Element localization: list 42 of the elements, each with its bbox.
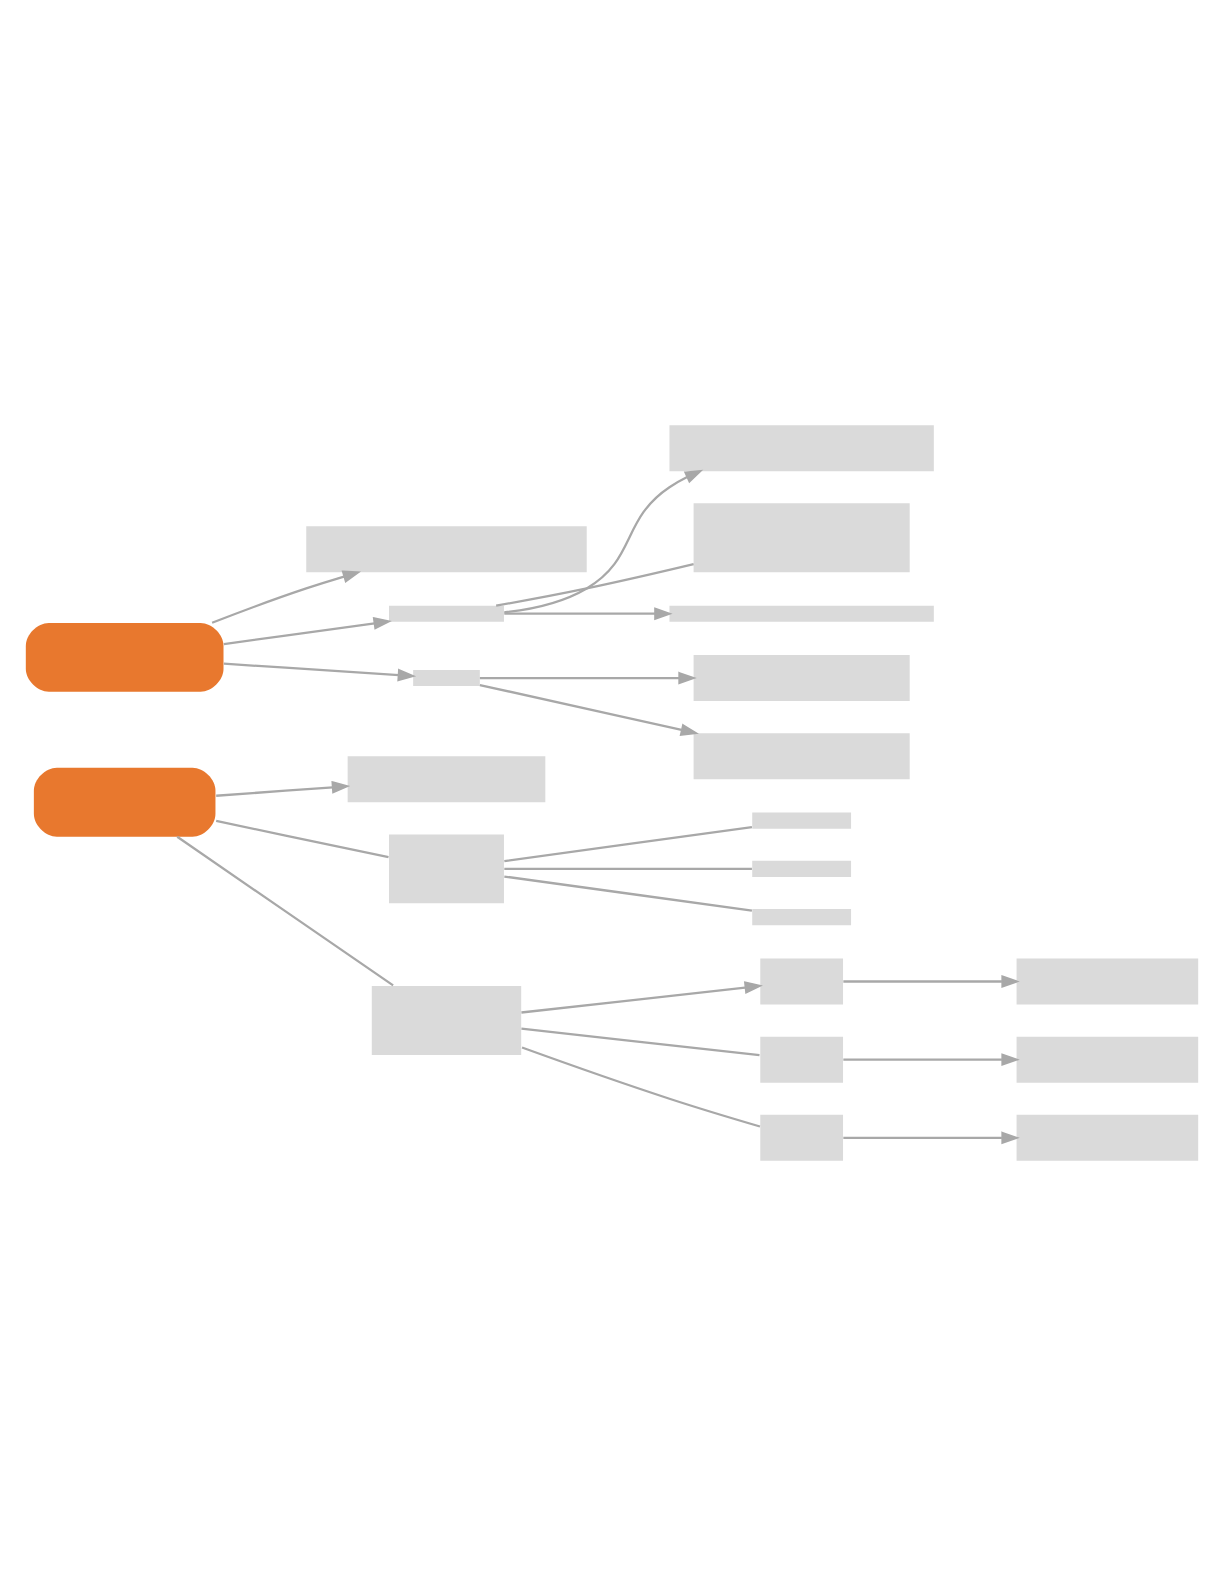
node-bar <box>693 654 910 701</box>
node-bar <box>389 833 504 903</box>
connector <box>521 1026 760 1056</box>
arrow <box>843 974 1020 987</box>
node-bar <box>669 604 934 621</box>
arrow <box>223 616 392 645</box>
arrow <box>504 606 673 620</box>
connector <box>504 874 753 911</box>
node-bar <box>389 604 504 621</box>
node-bar <box>306 525 587 572</box>
node-bar <box>752 859 852 876</box>
node-bar <box>347 755 546 802</box>
node-bar <box>760 957 844 1004</box>
node-bar <box>413 669 480 686</box>
connector <box>495 562 694 606</box>
connector <box>215 818 389 858</box>
arrow <box>843 1130 1020 1144</box>
node-bar <box>1016 1113 1199 1160</box>
arrow <box>216 779 351 796</box>
connector <box>521 1045 761 1127</box>
node-box <box>25 621 224 691</box>
node-bar <box>1016 1035 1199 1082</box>
arrow <box>843 1052 1020 1066</box>
arrow <box>521 980 763 1013</box>
node-bar <box>760 1035 844 1082</box>
arrow <box>479 670 697 684</box>
arrow <box>211 569 362 623</box>
arrow <box>504 468 704 613</box>
connector <box>504 866 752 869</box>
node-box <box>33 766 216 836</box>
arrow <box>479 682 699 736</box>
connector <box>504 824 753 862</box>
node-bar <box>693 502 910 572</box>
node-bar <box>693 732 910 779</box>
node-bar <box>752 908 852 925</box>
node-bar <box>760 1113 844 1160</box>
node-bar <box>752 811 852 828</box>
node-bar <box>669 424 934 471</box>
connector <box>176 834 394 986</box>
arrow <box>223 661 417 681</box>
node-bar <box>371 985 522 1055</box>
node-bar <box>1016 957 1199 1004</box>
